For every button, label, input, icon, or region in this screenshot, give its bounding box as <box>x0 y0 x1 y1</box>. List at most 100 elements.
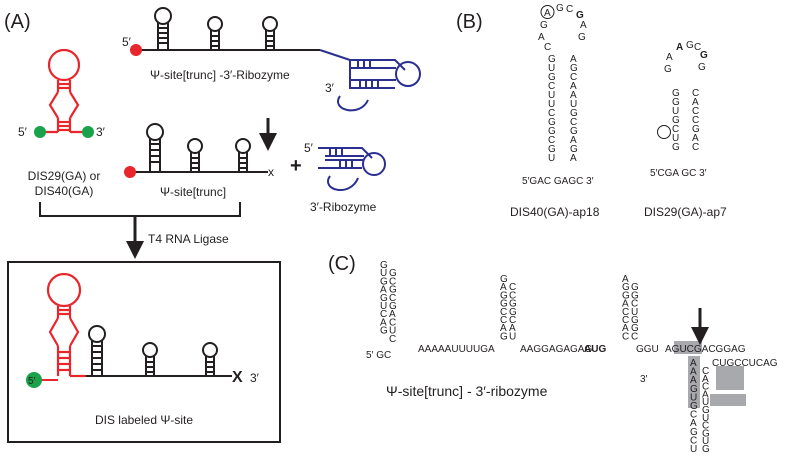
nt: G <box>631 290 639 301</box>
nt: G <box>690 427 698 438</box>
nt: A <box>500 282 507 293</box>
product-label: DIS labeled Ψ-site <box>95 413 193 427</box>
nt-right: A <box>570 135 577 146</box>
nt-loop: G <box>700 50 708 61</box>
nt: A <box>690 367 697 378</box>
nt-left: C <box>672 124 679 135</box>
nt-left: C <box>548 135 555 146</box>
nt-right: C <box>692 115 699 126</box>
dis-label-line2: DIS40(GA) <box>35 184 94 198</box>
dis-5prime: 5′ <box>18 125 28 139</box>
nt: G <box>380 293 388 304</box>
hairpin-dis29-base: 5′CGA GC 3′ <box>650 168 707 179</box>
ribozyme-loop-highlight <box>716 366 744 390</box>
nt-left: U <box>548 99 555 110</box>
construct-5prime: 5′ <box>122 35 132 49</box>
nt-right: G <box>570 144 578 155</box>
nt: C <box>509 282 516 293</box>
nt: A <box>622 323 629 334</box>
construct-ribozyme <box>319 49 421 112</box>
nt-loop: G <box>576 10 584 21</box>
nt-left: U <box>672 106 679 117</box>
nt: G <box>702 444 710 455</box>
nt: A <box>500 323 507 334</box>
nt-right: A <box>692 97 699 108</box>
nt: G <box>500 331 508 342</box>
nt: C <box>690 435 697 446</box>
nt: A <box>389 309 396 320</box>
nt: U <box>702 413 709 424</box>
nt-loop: G <box>556 3 564 14</box>
nt: A <box>690 375 697 386</box>
nt: U <box>380 268 387 279</box>
nt: U <box>690 444 697 455</box>
nt-right: A <box>692 133 699 144</box>
seq-junction: AGUCGACGGAG <box>665 344 746 355</box>
nt: U <box>509 331 516 342</box>
nt-left: C <box>548 108 555 119</box>
seq-linker2: AAGGAGAGAG <box>520 344 592 355</box>
ribozyme-stem-highlight <box>688 356 700 408</box>
nt: A <box>622 299 629 310</box>
product-label-dot <box>26 372 42 388</box>
nt: G <box>631 315 639 326</box>
nt: G <box>690 384 698 395</box>
nt-left: G <box>672 88 680 99</box>
nt: G <box>631 323 639 334</box>
nt: G <box>702 428 710 439</box>
nt: G <box>690 401 698 412</box>
nt: C <box>702 421 709 432</box>
cleaved-label: Ψ-site[trunc] <box>160 185 226 199</box>
nt: A <box>380 285 387 296</box>
dis-5prime-label-dot <box>34 126 46 138</box>
joining-lines <box>39 202 241 259</box>
nt-loop: C <box>694 42 701 53</box>
nt-loop: G <box>698 62 706 73</box>
hairpin-dis29-name: DIS29(GA)-ap7 <box>644 205 727 219</box>
nt-right: C <box>570 117 577 128</box>
ribozyme-arm-highlight <box>710 394 746 406</box>
nt-right: C <box>692 88 699 99</box>
construct-3prime: 3′ <box>325 81 335 95</box>
nt-left: C <box>548 81 555 92</box>
nt: G <box>631 282 639 293</box>
nt: U <box>702 397 709 408</box>
ribozyme-label: 3′-Ribozyme <box>310 200 377 214</box>
nt: G <box>509 307 517 318</box>
nt-loop: A <box>676 42 683 53</box>
nt: C <box>631 331 638 342</box>
product-x: X <box>232 369 243 386</box>
nt-left: G <box>672 97 680 108</box>
nt: U <box>380 301 387 312</box>
nt: G <box>380 326 388 337</box>
hairpin-dis40-base: 5′GAC GAGC 3′ <box>522 176 594 187</box>
cleaved-rna <box>132 123 268 173</box>
nt: G <box>380 276 388 287</box>
nt: C <box>500 315 507 326</box>
product-5prime: 5′ <box>28 376 36 387</box>
nt-loop: C <box>544 42 551 53</box>
nt-left: G <box>548 126 556 137</box>
nt: C <box>389 317 396 328</box>
nt-right: C <box>692 142 699 153</box>
nt: U <box>702 436 709 447</box>
seq-linker1: AAAAAUUUUGA <box>418 344 495 355</box>
nt: A <box>702 389 709 400</box>
product-psi-site <box>42 325 232 381</box>
dis-label-line1: DIS29(GA) or <box>28 169 101 183</box>
nt: C <box>509 315 516 326</box>
nt: C <box>389 293 396 304</box>
nt-loop: C <box>566 4 573 15</box>
nt: G <box>389 285 397 296</box>
nt-left: U <box>548 63 555 74</box>
nt: G <box>500 274 508 285</box>
nt: C <box>702 366 709 377</box>
nt-right: A <box>570 54 577 65</box>
circled-nt <box>657 125 671 139</box>
nt-loop: A <box>538 32 545 43</box>
nt: C <box>622 315 629 326</box>
